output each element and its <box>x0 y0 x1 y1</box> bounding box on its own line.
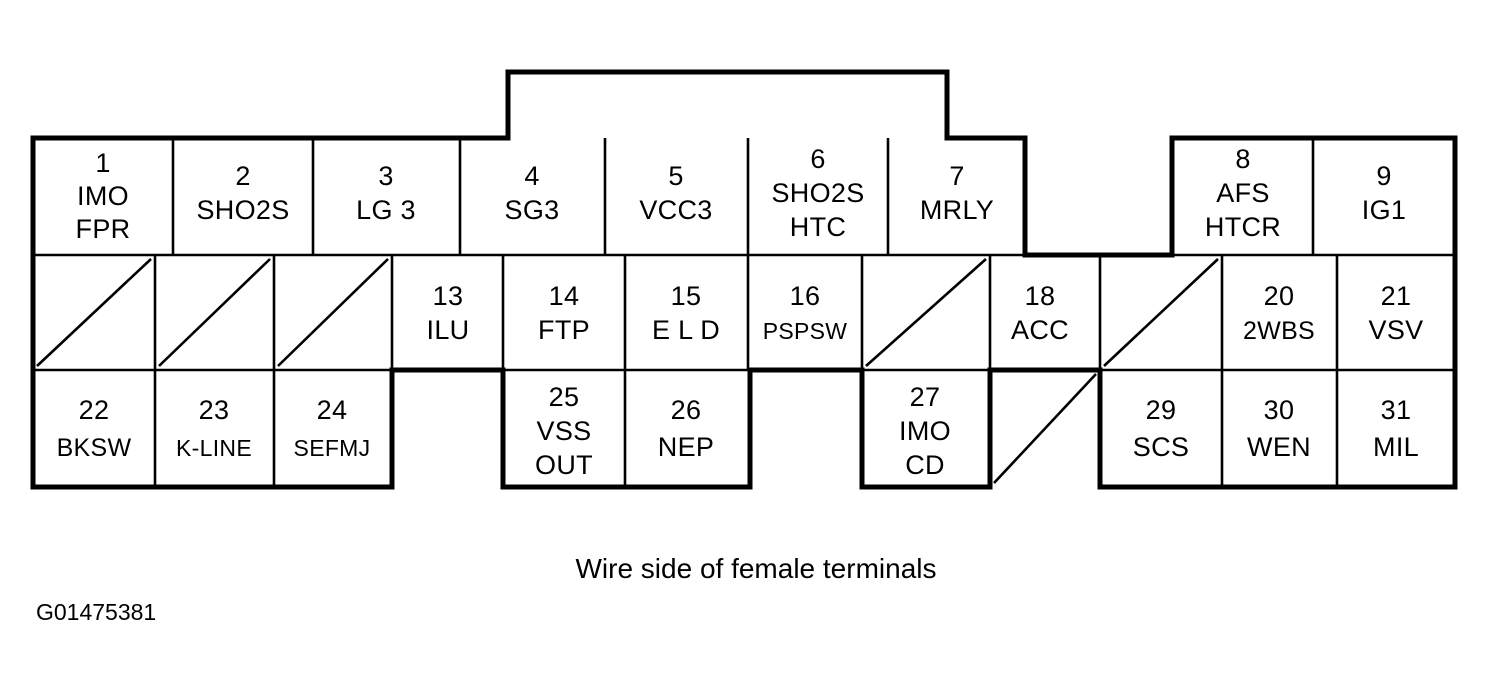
figure-id: G01475381 <box>36 599 156 625</box>
blank-slash-mid-2 <box>158 258 271 367</box>
terminal-21-label: VSV <box>1369 315 1424 345</box>
terminal-1-number: 1 <box>95 148 110 178</box>
terminal-14-number: 14 <box>549 281 580 311</box>
terminal-3-number: 3 <box>378 161 393 191</box>
terminal-15-number: 15 <box>671 281 702 311</box>
terminal-23-number: 23 <box>199 395 230 425</box>
blank-slash-mid-8 <box>865 258 987 367</box>
terminal-5-label: VCC3 <box>639 195 712 225</box>
terminal-8-number: 8 <box>1235 144 1250 174</box>
terminal-23-label: K-LINE <box>176 435 252 461</box>
blank-slash-bot-9 <box>993 373 1097 484</box>
terminal-31-label: MIL <box>1373 432 1419 462</box>
terminal-30-number: 30 <box>1264 395 1295 425</box>
terminal-29-label: SCS <box>1133 432 1189 462</box>
terminal-27-number: 27 <box>910 382 941 412</box>
terminal-22-number: 22 <box>79 395 110 425</box>
blank-slash-mid-10 <box>1103 258 1219 367</box>
terminal-4-number: 4 <box>524 161 539 191</box>
terminal-6-label-line1: SHO2S <box>771 178 864 208</box>
terminal-21-number: 21 <box>1381 281 1412 311</box>
terminal-30-label: WEN <box>1247 432 1311 462</box>
terminal-18-label: ACC <box>1011 315 1069 345</box>
terminal-7-number: 7 <box>949 161 964 191</box>
terminal-6-number: 6 <box>810 144 825 174</box>
terminal-25-label-line1: VSS <box>537 416 592 446</box>
terminal-8-label-line1: AFS <box>1216 178 1269 208</box>
terminal-15-label: E L D <box>652 315 720 345</box>
terminal-8-label-line2: HTCR <box>1205 212 1281 242</box>
terminal-6-label-line2: HTC <box>790 212 846 242</box>
terminal-16-label: PSPSW <box>763 318 848 344</box>
terminal-7-label: MRLY <box>920 195 994 225</box>
terminal-16-number: 16 <box>790 281 821 311</box>
terminal-9-number: 9 <box>1376 161 1391 191</box>
terminal-22-label: BKSW <box>57 434 132 462</box>
connector-outline <box>30 69 1458 490</box>
terminal-26-label: NEP <box>658 432 714 462</box>
terminal-2-number: 2 <box>235 161 250 191</box>
terminal-14-label: FTP <box>538 315 590 345</box>
terminal-9-label: IG1 <box>1362 195 1406 225</box>
terminal-3-label: LG 3 <box>356 195 416 225</box>
terminal-20-label: 2WBS <box>1243 317 1315 345</box>
terminal-1-label-line1: IMO <box>77 181 129 211</box>
terminal-24-number: 24 <box>317 395 348 425</box>
terminal-25-label-line2: OUT <box>535 450 593 480</box>
terminal-18-number: 18 <box>1025 281 1056 311</box>
terminal-26-number: 26 <box>671 395 702 425</box>
blank-slash-mid-3 <box>277 258 389 367</box>
terminal-24-label: SEFMJ <box>294 435 371 461</box>
terminal-27-label-line2: CD <box>905 450 945 480</box>
terminal-27-label-line1: IMO <box>899 416 951 446</box>
terminal-5-number: 5 <box>668 161 683 191</box>
terminal-13-number: 13 <box>433 281 464 311</box>
terminal-31-number: 31 <box>1381 395 1412 425</box>
diagram-caption: Wire side of female terminals <box>575 553 936 584</box>
terminal-29-number: 29 <box>1146 395 1177 425</box>
terminal-1-label-line2: FPR <box>76 214 131 244</box>
terminal-20-number: 20 <box>1264 281 1295 311</box>
terminal-4-label: SG3 <box>505 195 560 225</box>
terminal-13-label: ILU <box>427 315 470 345</box>
terminal-25-number: 25 <box>549 382 580 412</box>
blank-slash-mid-1 <box>36 258 152 367</box>
terminal-2-label: SHO2S <box>196 195 289 225</box>
